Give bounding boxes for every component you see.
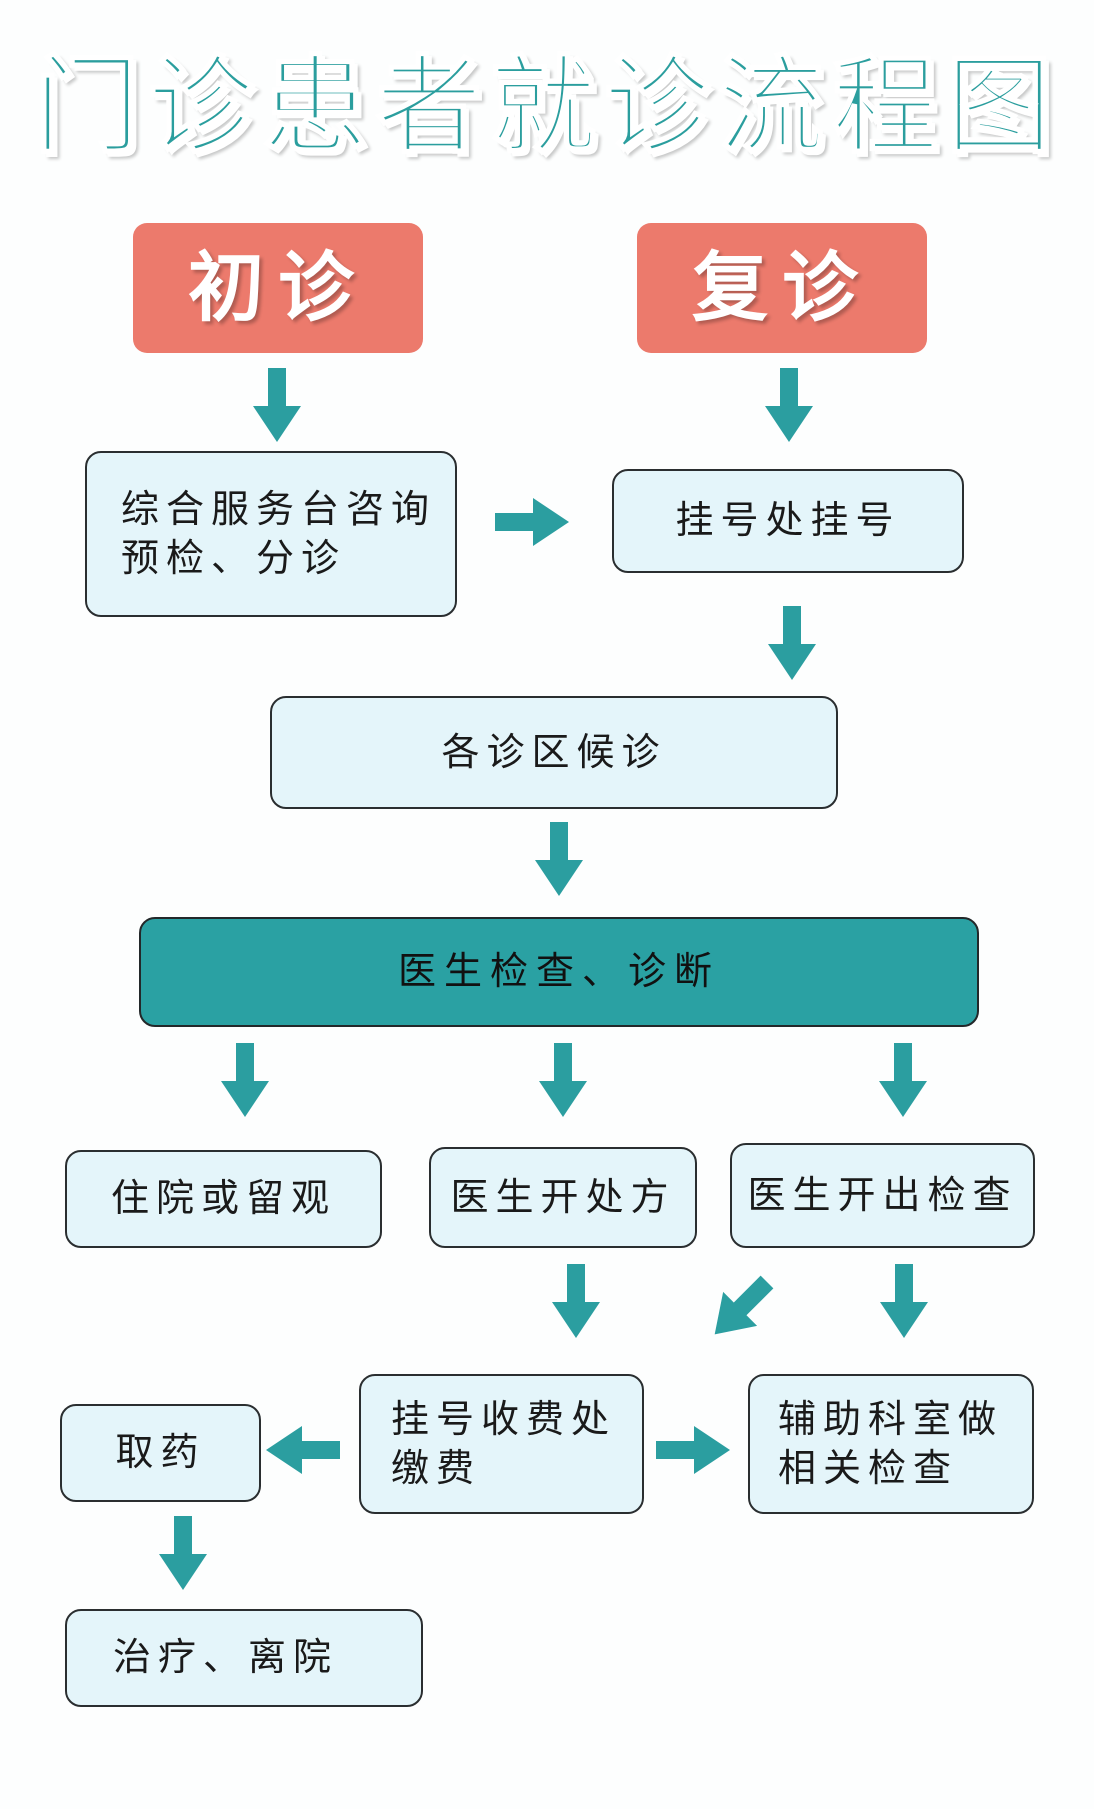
arrow-return-to-registration xyxy=(765,368,813,442)
node-medicine: 取药 xyxy=(60,1404,261,1502)
node-return-visit-label: 复诊 xyxy=(692,242,872,332)
node-registration-label: 挂号处挂号 xyxy=(675,498,901,543)
node-exam-label: 医生检查、诊断 xyxy=(397,949,720,994)
arrow-tests-to-aux xyxy=(880,1264,928,1338)
node-first-visit: 初诊 xyxy=(133,223,423,353)
arrow-registration-to-waiting xyxy=(768,606,816,680)
node-prescription-label: 医生开处方 xyxy=(450,1174,676,1219)
node-service-desk: 综合服务台咨询 预检、分诊 xyxy=(85,451,457,617)
node-payment: 挂号收费处 缴费 xyxy=(359,1374,644,1514)
arrow-first-to-desk xyxy=(253,368,301,442)
node-aux-exam-label: 辅助科室做 相关检查 xyxy=(778,1396,1004,1490)
node-waiting-label: 各诊区候诊 xyxy=(441,729,667,774)
arrow-payment-to-medicine xyxy=(266,1426,340,1474)
arrow-payment-to-aux xyxy=(656,1426,730,1474)
node-exam: 医生检查、诊断 xyxy=(139,917,979,1027)
node-aux-exam: 辅助科室做 相关检查 xyxy=(748,1374,1034,1514)
node-hospitalize-label: 住院或留观 xyxy=(110,1176,336,1221)
node-waiting: 各诊区候诊 xyxy=(270,696,838,809)
node-medicine-label: 取药 xyxy=(115,1430,206,1475)
node-prescription: 医生开处方 xyxy=(429,1147,697,1248)
node-hospitalize: 住院或留观 xyxy=(65,1150,382,1248)
arrow-tests-to-payment xyxy=(697,1265,784,1352)
node-registration: 挂号处挂号 xyxy=(612,469,964,573)
arrow-exam-to-hospitalize xyxy=(221,1043,269,1117)
node-payment-label: 挂号收费处 缴费 xyxy=(391,1396,617,1490)
arrow-exam-to-prescription xyxy=(539,1043,587,1117)
arrow-waiting-to-exam xyxy=(535,822,583,896)
node-order-tests: 医生开出检查 xyxy=(730,1143,1035,1248)
diagram-title: 门诊患者就诊流程图 xyxy=(33,45,1060,169)
node-return-visit: 复诊 xyxy=(637,223,927,353)
node-service-desk-label: 综合服务台咨询 预检、分诊 xyxy=(121,486,437,580)
arrow-desk-to-registration xyxy=(495,498,569,546)
arrow-exam-to-tests xyxy=(879,1043,927,1117)
node-order-tests-label: 医生开出检查 xyxy=(747,1172,1018,1217)
arrow-prescription-to-payment xyxy=(552,1264,600,1338)
arrow-medicine-to-discharge xyxy=(159,1516,207,1590)
node-discharge-label: 治疗、离院 xyxy=(113,1635,339,1680)
node-first-visit-label: 初诊 xyxy=(188,242,368,332)
node-discharge: 治疗、离院 xyxy=(65,1609,423,1707)
